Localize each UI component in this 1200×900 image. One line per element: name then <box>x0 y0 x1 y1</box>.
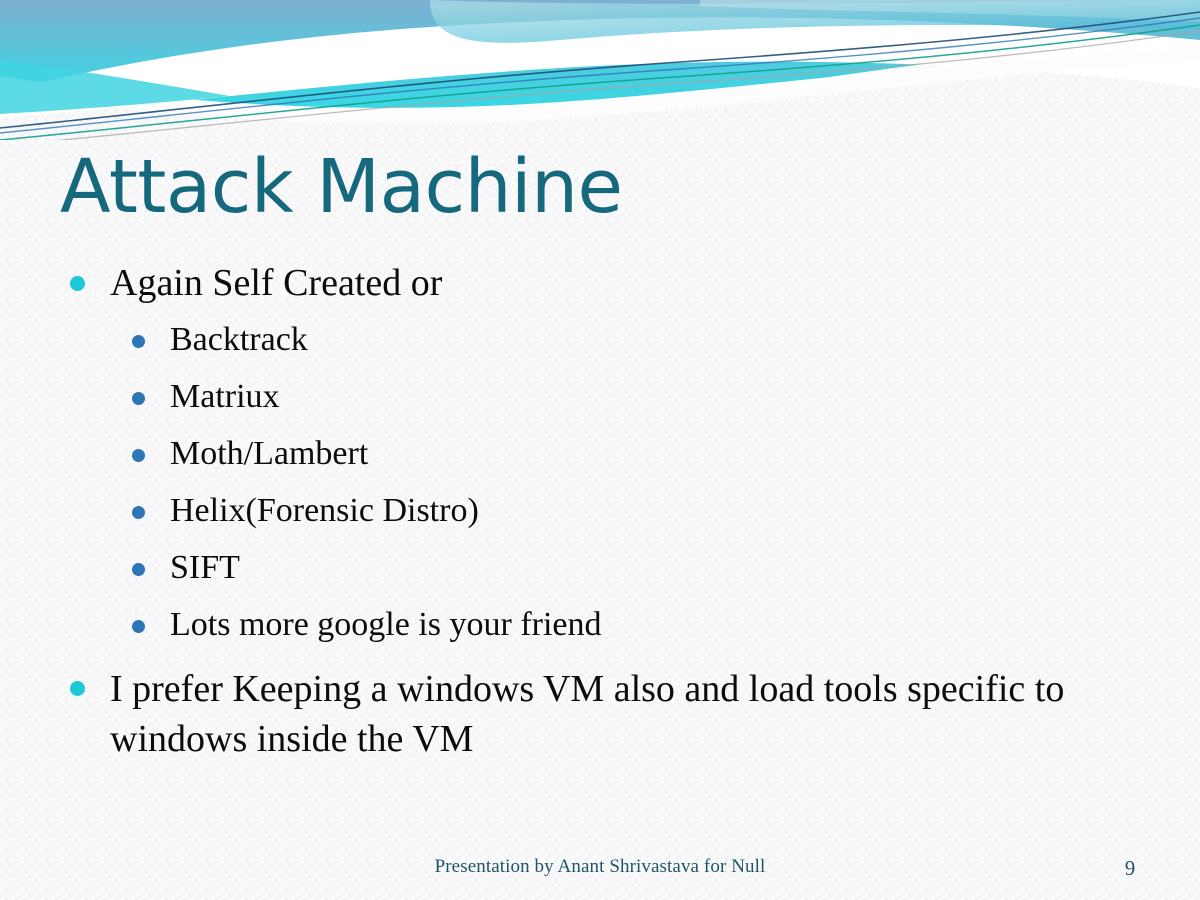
list-item-label: I prefer Keeping a windows VM also and l… <box>110 667 1065 761</box>
list-item-label: Again Self Created or <box>110 262 443 304</box>
list-item-label: Lots more google is your friend <box>170 606 602 644</box>
list-item-label: Matriux <box>170 378 280 416</box>
list-item: Moth/Lambert <box>58 425 1148 482</box>
slide-footer: Presentation by Anant Shrivastava for Nu… <box>434 856 766 877</box>
list-item: Helix(Forensic Distro) <box>58 482 1148 539</box>
list-item: Again Self Created or <box>58 258 1148 309</box>
bullet-level1-icon <box>70 681 85 697</box>
list-item-label: Helix(Forensic Distro) <box>170 492 479 530</box>
sub-list: Backtrack Matriux Moth/Lambert Helix(For… <box>58 311 1148 654</box>
slide-page-number: 9 <box>1124 856 1136 880</box>
bullet-level2-icon <box>132 506 145 520</box>
header-wave-decoration <box>0 0 1200 140</box>
list-item-label: SIFT <box>170 549 240 587</box>
bullet-level2-icon <box>132 334 145 348</box>
list-item: Matriux <box>58 368 1148 425</box>
list-item-label: Backtrack <box>170 320 308 358</box>
bullet-level2-icon <box>132 563 145 577</box>
bullet-level2-icon <box>132 448 145 462</box>
list-item: Backtrack <box>58 311 1148 368</box>
list-item-label: Moth/Lambert <box>170 435 369 473</box>
slide-content-list: Again Self Created or Backtrack Matriux … <box>58 258 1148 765</box>
bullet-level2-icon <box>132 620 145 634</box>
list-item: Lots more google is your friend <box>58 596 1148 653</box>
list-item: SIFT <box>58 539 1148 596</box>
page-title: Attack Machine <box>60 144 623 230</box>
bullet-level2-icon <box>132 391 145 405</box>
list-item: I prefer Keeping a windows VM also and l… <box>58 664 1148 766</box>
bullet-level1-icon <box>70 275 85 291</box>
